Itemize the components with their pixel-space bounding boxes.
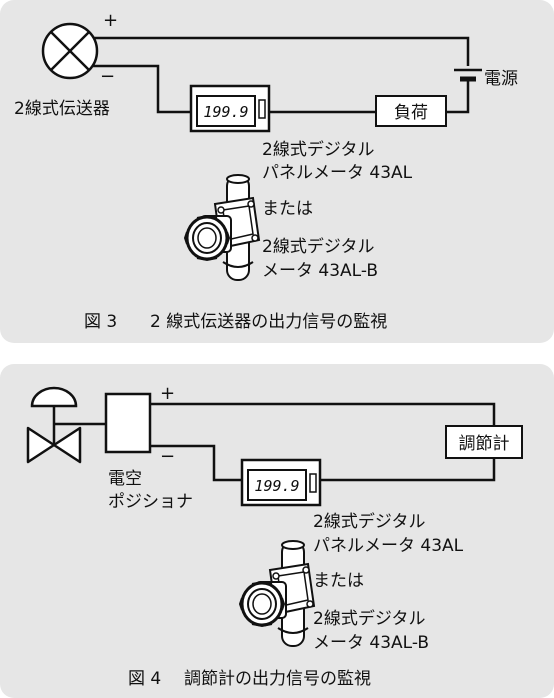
caption-number: 図 4 bbox=[128, 669, 161, 689]
panel-meter-label-line1: 2線式デジタル bbox=[262, 139, 374, 160]
positioner-box bbox=[104, 392, 152, 454]
caption-text: 調節計の出力信号の監視 bbox=[184, 669, 371, 689]
positioner-label-line2: ポジショナ bbox=[108, 492, 193, 512]
controller-box bbox=[445, 425, 523, 459]
caption-number: 図 3 bbox=[84, 312, 117, 332]
load-box bbox=[375, 95, 447, 127]
minus-sign: − bbox=[160, 446, 175, 467]
power-source-icon bbox=[454, 68, 482, 82]
caption-text: 2 線式伝送器の出力信号の監視 bbox=[150, 312, 387, 332]
panel-meter-label-line2: パネルメータ 43AL bbox=[262, 163, 413, 183]
figure-3: 199.9 負荷 + − 電源 2線式伝送器 2線式デジタル パネルメータ 43… bbox=[0, 0, 554, 343]
power-label: 電源 bbox=[484, 69, 518, 89]
panel-meter-icon bbox=[189, 84, 271, 133]
figure-4-panel bbox=[0, 364, 554, 698]
plus-sign: + bbox=[103, 10, 118, 31]
transmitter-label: 2線式伝送器 bbox=[14, 99, 110, 119]
field-meter-label-line1: 2線式デジタル bbox=[262, 236, 374, 257]
panel-meter-label-line1: 2線式デジタル bbox=[313, 511, 425, 532]
or-label: または bbox=[262, 199, 313, 219]
figure-4-wiring bbox=[150, 402, 496, 482]
load-label: 負荷 bbox=[394, 103, 428, 123]
or-label: または bbox=[313, 571, 364, 591]
panel-meter-icon bbox=[240, 458, 322, 507]
lamp-icon bbox=[41, 22, 99, 80]
figure-3-wiring bbox=[92, 36, 470, 114]
positioner-label-line1: 電空 bbox=[108, 469, 142, 489]
minus-sign: − bbox=[100, 66, 115, 87]
field-meter-label-line2: メータ 43AL-B bbox=[262, 261, 378, 281]
panel-meter-display: 199.9 bbox=[203, 103, 248, 121]
controller-label: 調節計 bbox=[459, 434, 510, 454]
panel-meter-label-line2: パネルメータ 43AL bbox=[313, 536, 464, 556]
panel-meter-display: 199.9 bbox=[254, 477, 299, 495]
figure-3-panel bbox=[0, 0, 554, 343]
figure-4: 調節計 199.9 + − 電空 ポジショナ 2線式デジタル パネルメータ 43… bbox=[0, 364, 554, 698]
field-meter-label-line1: 2線式デジタル bbox=[313, 608, 425, 629]
field-meter-label-line2: メータ 43AL-B bbox=[313, 633, 429, 653]
control-valve-icon bbox=[26, 386, 106, 464]
plus-sign: + bbox=[160, 383, 175, 404]
